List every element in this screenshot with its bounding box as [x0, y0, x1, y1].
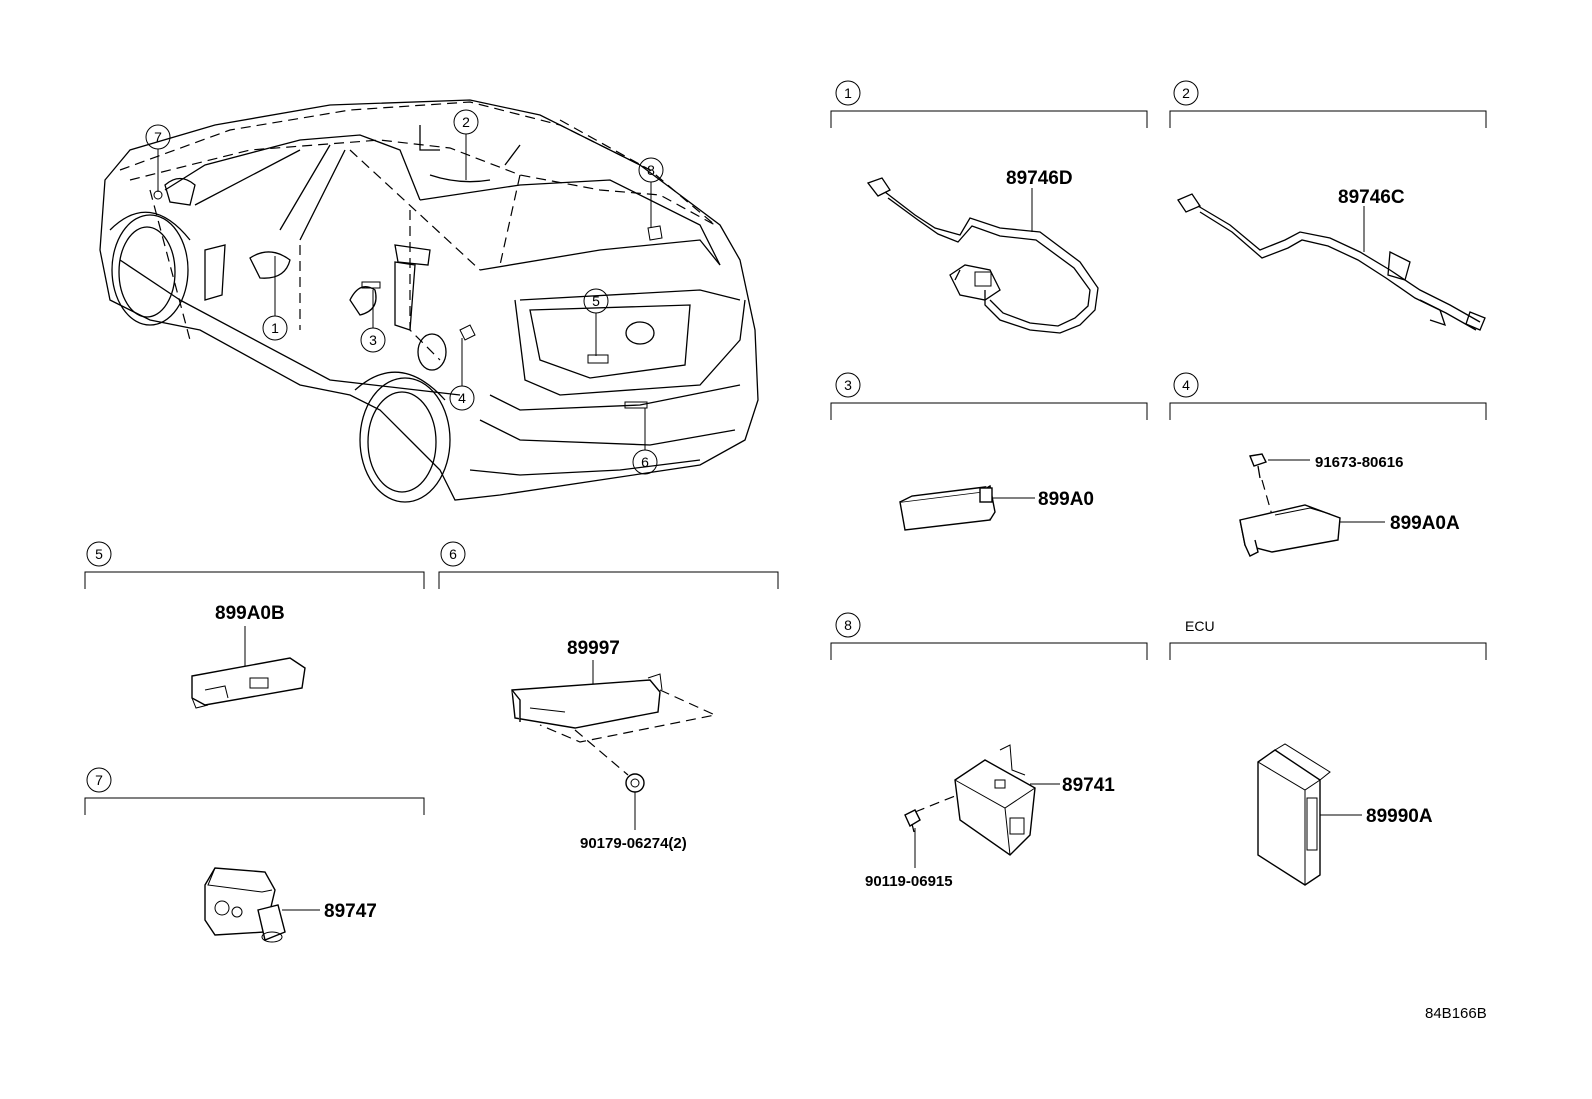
overview-callout-3: 3	[369, 332, 377, 348]
section-5-bracket	[84, 571, 425, 589]
bolt-91673-80616-drawing	[1249, 453, 1267, 479]
part-number-90119-06915: 90119-06915	[865, 873, 953, 890]
part-number-89990A: 89990A	[1366, 806, 1433, 827]
section-8-bracket	[830, 642, 1148, 660]
part-number-899A0B: 899A0B	[215, 603, 285, 624]
sensor-89747-drawing	[204, 867, 286, 943]
section-7-label: 7	[95, 772, 103, 788]
section-6-label: 6	[449, 546, 457, 562]
part-number-89747: 89747	[324, 901, 377, 922]
overview-callout-6: 6	[641, 454, 649, 470]
section-8: 8 89741 90119-06915	[830, 612, 1148, 890]
part-number-899A0A: 899A0A	[1390, 513, 1460, 534]
section-2-label: 2	[1182, 85, 1190, 101]
section-1-label: 1	[844, 85, 852, 101]
overview-callout-2: 2	[462, 114, 470, 130]
section-4: 4 91673-80616 899A0A	[1169, 372, 1487, 557]
section-4-bracket	[1169, 402, 1487, 420]
section-7: 7 89747	[84, 767, 425, 943]
section-2: 2 89746C	[1169, 80, 1487, 331]
section-ecu-bracket	[1169, 642, 1487, 660]
wire-harness-89746C-drawing	[1177, 193, 1486, 331]
section-ecu: ECU 89990A	[1169, 618, 1487, 886]
overview-callouts: 1 2 3 4 5 6 7 8	[145, 109, 664, 475]
overview-callout-7: 7	[154, 129, 162, 145]
section-3-bracket	[830, 402, 1148, 420]
overview-callout-4: 4	[458, 390, 466, 406]
section-ecu-label: ECU	[1185, 618, 1215, 634]
ecu-89990A-drawing	[1257, 743, 1331, 886]
car-overview-illustration	[99, 99, 759, 503]
section-3: 3 899A0	[830, 372, 1148, 531]
sensor-899A0B-drawing	[191, 657, 306, 709]
section-1: 1 89746D	[830, 80, 1148, 334]
overview-callout-5: 5	[592, 293, 600, 309]
sensor-899A0-drawing	[899, 484, 996, 531]
part-number-89746D: 89746D	[1006, 168, 1073, 189]
section-5-label: 5	[95, 546, 103, 562]
part-number-89741: 89741	[1062, 775, 1115, 796]
section-3-label: 3	[844, 377, 852, 393]
diagram-code: 84B166B	[1425, 1005, 1487, 1022]
section-6-bracket	[438, 571, 779, 589]
sensor-89741-drawing	[954, 744, 1036, 856]
part-number-90179-06274: 90179-06274(2)	[580, 835, 687, 852]
section-4-label: 4	[1182, 377, 1190, 393]
overview-callout-8: 8	[647, 162, 655, 178]
part-number-89997: 89997	[567, 638, 620, 659]
section-5: 5 899A0B	[84, 541, 425, 709]
overview-callout-1: 1	[271, 320, 279, 336]
part-number-89746C: 89746C	[1338, 187, 1405, 208]
sensor-89997-drawing	[511, 673, 663, 729]
sensor-899A0A-drawing	[1239, 504, 1341, 557]
wire-harness-89746D-drawing	[866, 177, 1099, 334]
section-7-bracket	[84, 797, 425, 815]
section-2-bracket	[1169, 110, 1487, 128]
section-8-label: 8	[844, 617, 852, 633]
part-number-899A0: 899A0	[1038, 489, 1094, 510]
section-1-bracket	[830, 110, 1148, 128]
part-number-91673-80616: 91673-80616	[1315, 454, 1403, 471]
section-6: 6 89997 90179-06274(2)	[438, 541, 779, 852]
bolt-90119-06915-drawing	[904, 809, 921, 833]
clip-90179-06274-drawing	[625, 773, 645, 793]
